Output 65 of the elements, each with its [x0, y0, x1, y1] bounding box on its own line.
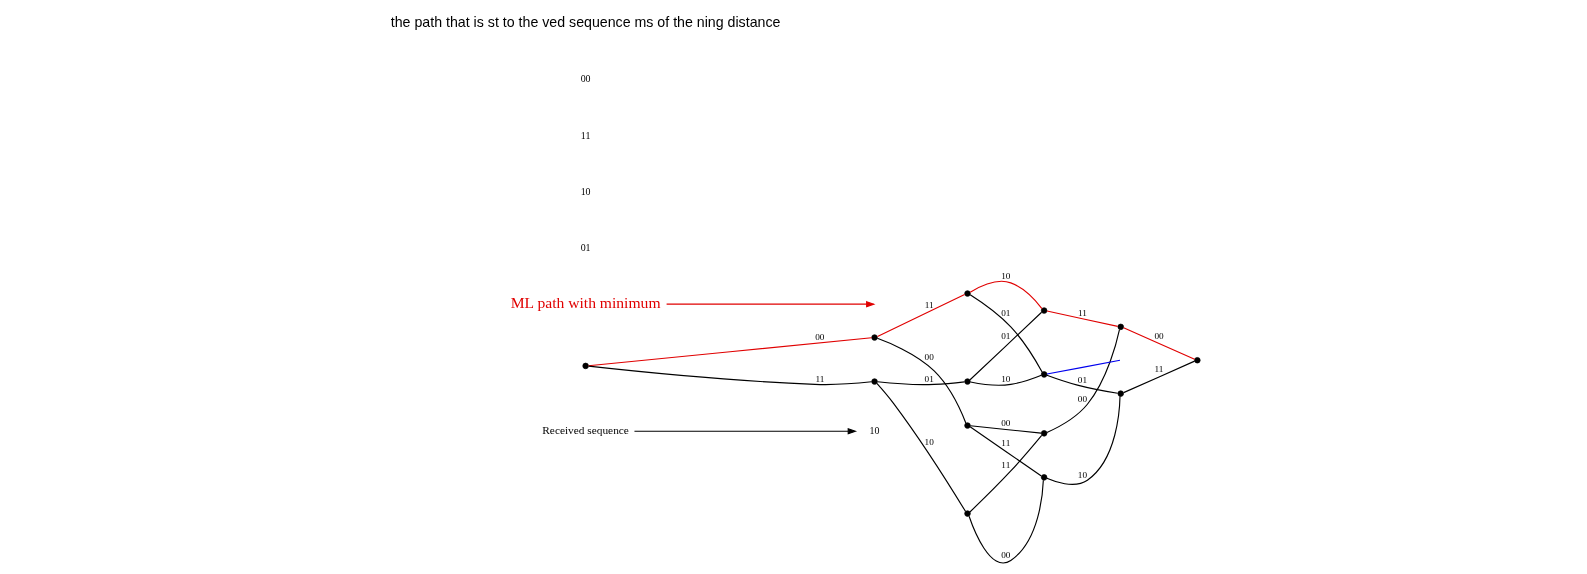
connector	[1123, 327, 1196, 360]
node-text: Received sequence	[542, 423, 629, 436]
edge-label: 11	[1001, 460, 1011, 471]
node-circle	[1040, 430, 1048, 437]
node-circle	[582, 362, 589, 370]
connector	[1046, 374, 1119, 394]
node-circle	[964, 510, 971, 517]
node-circle	[964, 422, 971, 429]
label: the path that is st to the ved sequence ms of the ning distance	[390, 14, 781, 31]
connector	[969, 425, 1042, 434]
connector	[876, 381, 965, 386]
edge-label: 10	[1001, 373, 1011, 384]
connector	[876, 382, 967, 512]
edge-label: 11	[1077, 307, 1087, 318]
connector	[968, 479, 1044, 564]
edge-label: 10	[1001, 270, 1011, 281]
label: 01	[580, 241, 591, 253]
label: 11	[580, 129, 591, 141]
node-circle	[871, 334, 878, 341]
node-circle	[1040, 371, 1048, 378]
edge-label: 11	[815, 373, 825, 384]
connector	[969, 426, 1042, 477]
edge-label: 01	[924, 373, 934, 384]
connector	[1046, 329, 1121, 434]
connector	[969, 280, 1043, 310]
edge-label: 00	[1001, 549, 1011, 560]
connector	[876, 294, 966, 337]
node-circle	[964, 290, 971, 297]
connector	[587, 337, 873, 367]
connector	[588, 365, 873, 386]
connector	[1046, 359, 1121, 375]
connector	[969, 311, 1043, 381]
edge-label: 01	[1001, 331, 1011, 342]
node-circle	[1040, 474, 1048, 481]
connector	[876, 337, 967, 424]
connector	[1123, 360, 1196, 394]
label: 00	[580, 73, 591, 85]
connector	[969, 434, 1043, 513]
node-circle	[871, 378, 878, 385]
edge-label: 01	[1077, 374, 1088, 385]
connector	[1046, 395, 1121, 485]
edge-label: 10	[924, 437, 934, 447]
edge-label: 00	[815, 331, 825, 342]
node-text: ML path with minimum	[510, 294, 661, 312]
edge-label: 00	[1001, 417, 1011, 428]
node-circle	[1194, 357, 1201, 364]
arrow	[633, 427, 858, 435]
edge-label: 11	[1001, 437, 1011, 448]
edge-label: 11	[1154, 363, 1164, 374]
connector	[969, 374, 1042, 386]
edge-label: 00	[1077, 393, 1088, 404]
edge-label: 11	[924, 299, 934, 310]
node-circle	[1117, 323, 1124, 331]
node-circle	[964, 378, 971, 385]
connector	[1046, 310, 1119, 327]
node-circle	[1040, 307, 1048, 314]
arrow	[666, 300, 876, 308]
edge-label: 00	[924, 351, 934, 362]
connector	[969, 294, 1043, 373]
node-text: 10	[869, 424, 880, 436]
edge-label: 00	[1154, 330, 1164, 341]
label: 10	[580, 185, 591, 197]
node-circle	[1117, 390, 1124, 397]
edge-label: 01	[1001, 307, 1011, 318]
edge-label: 10	[1077, 469, 1088, 480]
